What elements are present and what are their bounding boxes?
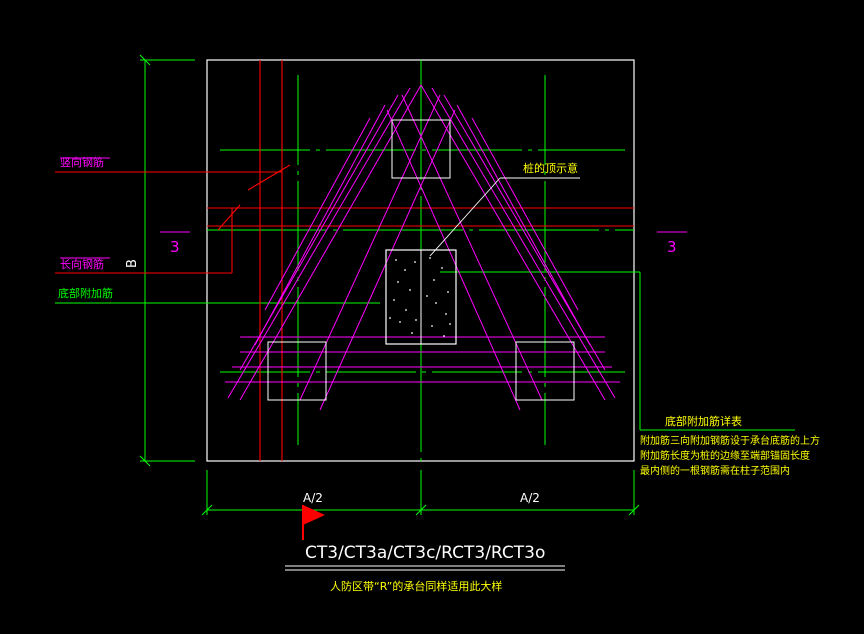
pile-right (515, 341, 575, 401)
pile-top (391, 119, 451, 179)
label-pile-tip: 桩的顶示意 (523, 161, 578, 175)
red-rebar (55, 60, 634, 461)
label-bottom-added-bar: 底部附加筋 (58, 286, 113, 300)
note-title: 底部附加筋详表 (665, 414, 742, 428)
pile-tip-leader (429, 177, 501, 257)
title-block-subtitle: 人防区带“R”的承台同样适用此大样 (330, 579, 502, 593)
dim-b-label: B (125, 259, 140, 268)
pile-left (267, 341, 327, 401)
magenta-rebar (60, 84, 687, 411)
note-line-1: 附加筋三向附加钢筋设于承台底筋的上方 (640, 434, 820, 447)
section-mark-left: 3 (170, 238, 180, 256)
flag-icon (302, 505, 325, 540)
section-mark-right: 3 (667, 238, 677, 256)
dim-half-left: A/2 (303, 491, 323, 505)
title-block-title: CT3/CT3a/CT3c/RCT3/RCT3o (305, 543, 545, 563)
piles (267, 119, 575, 401)
dim-half-right: A/2 (520, 491, 540, 505)
label-long-rebar: 长向钢筋 (60, 257, 104, 271)
note-line-3: 最内侧的一根钢筋需在柱子范围内 (640, 464, 790, 477)
column (385, 249, 457, 345)
note-line-2: 附加筋长度为桩的边缘至端部锚固长度 (640, 449, 810, 462)
label-vertical-rebar: 竖向钢筋 (60, 155, 104, 169)
